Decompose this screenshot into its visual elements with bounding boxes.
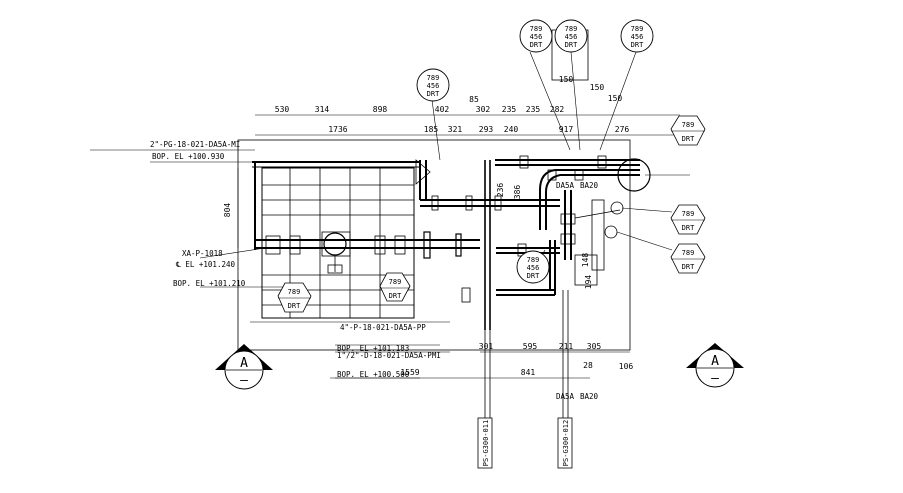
- svg-text:456: 456: [427, 82, 440, 90]
- svg-text:456: 456: [631, 33, 644, 41]
- svg-text:A: A: [711, 354, 719, 369]
- dim-150c: 150: [608, 94, 623, 103]
- dim-194: 194: [584, 275, 593, 290]
- svg-text:DRT: DRT: [389, 292, 402, 300]
- svg-text:DRT: DRT: [631, 41, 644, 49]
- hex-tag-4: 789 DRT: [277, 282, 312, 313]
- svg-text:DRT: DRT: [288, 302, 301, 310]
- svg-text:DRT: DRT: [527, 272, 540, 280]
- pipe-label-1: 2"-PG-18-021-DA5A-MI: [150, 140, 240, 149]
- spec-label-c: DA5A: [556, 392, 575, 401]
- callout-bubble-2: 789 456 DRT: [519, 19, 553, 53]
- spec-label-d: BA20: [580, 392, 599, 401]
- instrument-1: [610, 201, 624, 215]
- dim-top-6: 282: [550, 105, 565, 114]
- callout-bubble-3: 789 456 DRT: [554, 19, 588, 53]
- section-marker-right: A –: [686, 343, 744, 388]
- dim-28: 28: [583, 361, 593, 370]
- svg-text:789: 789: [527, 256, 540, 264]
- dim-top-0: 530: [275, 105, 290, 114]
- dim-150a: 150: [559, 75, 574, 84]
- svg-text:–: –: [711, 371, 719, 386]
- svg-text:DRT: DRT: [427, 90, 440, 98]
- dim-148: 148: [581, 253, 590, 268]
- dim-top-1: 314: [315, 105, 330, 114]
- ref-box-2: PS-G300-012: [557, 417, 573, 469]
- dim-386: 386: [513, 185, 522, 200]
- dim-804: 804: [223, 203, 232, 218]
- cl-label: ℄ EL +101.240: [175, 260, 235, 269]
- svg-text:789: 789: [389, 278, 402, 286]
- svg-text:A: A: [240, 356, 248, 371]
- dim-top-3: 302: [476, 105, 491, 114]
- ref-box-1: PS-G300-011: [477, 417, 493, 469]
- dim-second-4: 240: [504, 125, 519, 134]
- hex-tag-2: 789 DRT: [670, 204, 706, 235]
- dim-150b: 150: [590, 83, 605, 92]
- svg-text:–: –: [240, 373, 248, 388]
- svg-text:PS-G300-011: PS-G300-011: [482, 420, 490, 466]
- dim-top-4: 235: [502, 105, 517, 114]
- callout-bubble-1: 789 456 DRT: [416, 68, 450, 102]
- hex-tag-3: 789 DRT: [670, 243, 706, 274]
- pipe-label-3: 1"/2"-D-18-021-DA5A-PMI: [337, 351, 441, 360]
- svg-text:DRT: DRT: [682, 224, 695, 232]
- svg-text:789: 789: [427, 74, 440, 82]
- dim-1559: 1559: [400, 368, 419, 377]
- dim-top-2: 898: [373, 105, 388, 114]
- pipe-label-2: 4"-P-18-021-DA5A-PP: [340, 323, 426, 332]
- bop-label-3: BOP. EL +101.183: [337, 344, 409, 353]
- svg-text:789: 789: [682, 249, 695, 257]
- dim-bottom-0: 301: [479, 342, 494, 351]
- svg-text:PS-G300-012: PS-G300-012: [562, 420, 570, 466]
- svg-text:DRT: DRT: [530, 41, 543, 49]
- dim-second-3: 293: [479, 125, 494, 134]
- dim-second-2: 321: [448, 125, 463, 134]
- bop-label-4: BOP. EL +100.500: [337, 370, 410, 379]
- dim-402: 402: [435, 105, 450, 114]
- dim-second-1: 185: [424, 125, 439, 134]
- section-marker-left: A –: [215, 344, 273, 390]
- svg-text:789: 789: [565, 25, 578, 33]
- pump-casing: [323, 232, 347, 256]
- dim-second-0: 1736: [328, 125, 347, 134]
- dim-second-5: 917: [559, 125, 574, 134]
- spec-label-b: BA20: [580, 181, 599, 190]
- dim-106: 106: [619, 362, 634, 371]
- dim-second-6: 276: [615, 125, 630, 134]
- instrument-2: [604, 225, 618, 239]
- callout-bubble-4: 789 456 DRT: [620, 19, 654, 53]
- svg-text:789: 789: [682, 121, 695, 129]
- svg-text:789: 789: [530, 25, 543, 33]
- callout-bubble-5: 789 456 DRT: [516, 250, 550, 284]
- dim-236: 236: [496, 183, 505, 198]
- svg-text:456: 456: [527, 264, 540, 272]
- svg-text:DRT: DRT: [565, 41, 578, 49]
- svg-text:456: 456: [565, 33, 578, 41]
- svg-text:456: 456: [530, 33, 543, 41]
- svg-text:DRT: DRT: [682, 135, 695, 143]
- xa-label: XA-P-1018: [182, 249, 223, 258]
- svg-text:DRT: DRT: [682, 263, 695, 271]
- dim-bottom-1: 595: [523, 342, 538, 351]
- svg-text:789: 789: [682, 210, 695, 218]
- dim-top-5: 235: [526, 105, 541, 114]
- hex-tag-1: 789 DRT: [670, 115, 706, 146]
- pump-body: [321, 231, 351, 257]
- spec-label-a: DA5A: [556, 181, 575, 190]
- dim-85: 85: [469, 95, 479, 104]
- dim-bottom-2: 211: [559, 342, 574, 351]
- dim-841: 841: [521, 368, 536, 377]
- svg-text:789: 789: [288, 288, 301, 296]
- bop-label-2: BOP. EL +101.210: [173, 279, 246, 288]
- dim-bottom-3: 305: [587, 342, 602, 351]
- bop-label-1: BOP. EL +100.930: [152, 152, 225, 161]
- svg-text:789: 789: [631, 25, 644, 33]
- skid-frame: [261, 167, 415, 319]
- hex-tag-5: 789 DRT: [379, 272, 411, 302]
